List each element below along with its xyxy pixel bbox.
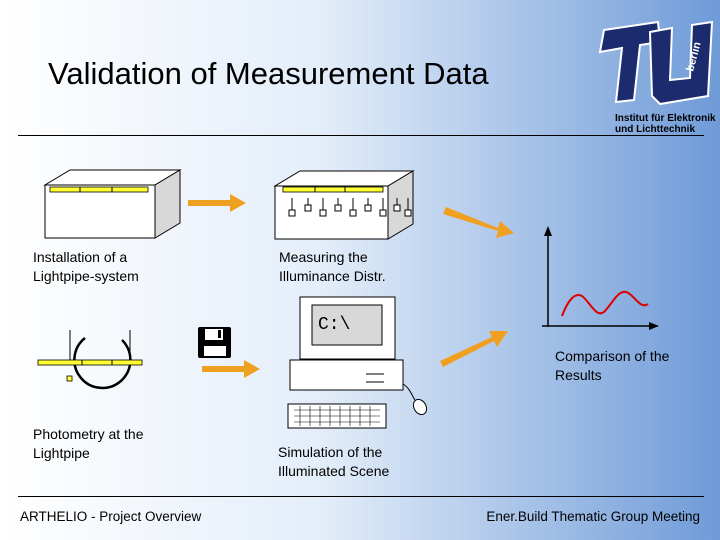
footer-divider <box>18 496 704 497</box>
arrow-up-right-icon <box>440 331 508 367</box>
mouse-icon <box>412 398 428 416</box>
room-box-installation <box>43 169 182 239</box>
slide-title: Validation of Measurement Data <box>48 56 489 91</box>
footer-left: ARTHELIO - Project Overview <box>20 509 202 524</box>
floppy-disk-icon <box>198 327 231 358</box>
photometry-setup <box>37 330 143 390</box>
tu-berlin-logo-icon: berlin <box>598 20 714 106</box>
arrow-right-icon <box>202 360 260 378</box>
header-divider <box>18 135 704 136</box>
label-comparison: Comparison of the Results <box>555 348 670 383</box>
arrow-right-icon <box>188 194 246 212</box>
label-installation: Installation of a Lightpipe-system <box>33 249 139 284</box>
label-photometry: Photometry at the Lightpipe <box>33 426 144 461</box>
footer-right: Ener.Build Thematic Group Meeting <box>486 509 700 524</box>
label-simulation: Simulation of the Illuminated Scene <box>278 444 390 479</box>
arrow-down-right-icon <box>443 207 514 238</box>
logo-caption: Institut für Elektronik und Lichttechnik <box>615 113 716 135</box>
label-measuring: Measuring the Illuminance Distr. <box>279 249 386 284</box>
result-chart-icon <box>542 226 659 330</box>
sensor-icons <box>288 198 412 217</box>
room-box-measuring <box>273 170 415 240</box>
computer-icon <box>287 296 428 429</box>
screen-prompt: C:\ <box>318 315 351 335</box>
